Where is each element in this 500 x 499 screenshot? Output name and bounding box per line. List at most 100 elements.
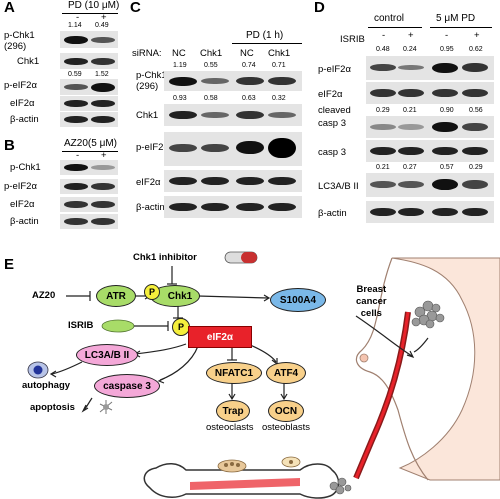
panel-d-quant: 0.57 xyxy=(440,164,454,171)
panel-b-treatment-line xyxy=(62,151,118,152)
panel-d-quant: 0.27 xyxy=(403,164,417,171)
panel-c-quant: 0.32 xyxy=(272,95,286,102)
panel-d-row-label: cleaved casp 3 xyxy=(318,105,351,129)
panel-a-row-label: eIF2α xyxy=(10,98,35,109)
panel-d-letter: D xyxy=(314,0,325,16)
panel-c-row-label: Chk1 xyxy=(136,110,159,121)
blot-a-peif2a xyxy=(60,79,118,95)
panel-b-row-label: p-Chk1 xyxy=(10,162,41,173)
panel-c-row-label: eIF2α xyxy=(136,177,161,188)
panel-c-row-label: p-eIF2α xyxy=(136,142,169,153)
panel-a-quant-1: 1.14 xyxy=(68,22,82,29)
chk1-inhibitor-label: Chk1 inhibitor xyxy=(133,252,197,263)
blot-a-actin xyxy=(60,112,118,127)
panel-d-row-label: β-actin xyxy=(318,208,347,219)
chk1-node: Chk1 xyxy=(150,285,200,307)
blot-d-lc3 xyxy=(366,173,494,197)
blot-d-peif2a xyxy=(366,56,494,80)
panel-a-quant-3: 0.59 xyxy=(68,71,82,78)
blot-d-eif2a xyxy=(366,82,494,104)
panel-c-quant: 0.93 xyxy=(173,95,187,102)
panel-c-treatment-line xyxy=(232,43,302,44)
panel-a-sign-minus: - xyxy=(76,12,80,23)
s100a4-node: S100A4 xyxy=(270,288,326,312)
blot-d-casp3 xyxy=(366,140,494,162)
atf4-node: ATF4 xyxy=(266,362,306,384)
lc3-label: LC3A/B II xyxy=(84,349,130,361)
atf4-label: ATF4 xyxy=(273,367,299,379)
panel-a-treatment: PD (10 μM) xyxy=(68,0,120,11)
blot-b-eif2a xyxy=(60,197,118,212)
panel-b-row-label: β-actin xyxy=(10,216,39,227)
blot-b-peif2a xyxy=(60,179,118,194)
blot-a-eif2a xyxy=(60,96,118,111)
panel-d-quant: 0.62 xyxy=(469,46,483,53)
panel-d-quant: 0.95 xyxy=(440,46,454,53)
panel-b-row-label: p-eIF2α xyxy=(4,181,37,192)
panel-b-row-label: eIF2α xyxy=(10,199,35,210)
blot-b-actin xyxy=(60,214,118,229)
panel-d-quant: 0.24 xyxy=(403,46,417,53)
panel-a-row-label: p-eIF2α xyxy=(4,80,37,91)
panel-a-quant-4: 1.52 xyxy=(95,71,109,78)
osteoblasts-label: osteoblasts xyxy=(262,422,311,433)
apoptosis-label: apoptosis xyxy=(30,402,75,413)
panel-b-sign-plus: + xyxy=(101,150,107,161)
panel-c-lane-2: Chk1 xyxy=(200,48,223,59)
panel-d-quant: 0.21 xyxy=(376,164,390,171)
panel-c-row-label: p-Chk1 (296) xyxy=(136,70,167,92)
trap-node: Trap xyxy=(216,400,250,422)
panel-d-control: control xyxy=(374,13,405,24)
panel-c-quant: 0.63 xyxy=(242,95,256,102)
nfatc1-node: NFATC1 xyxy=(206,362,262,384)
panel-a-row-label: β-actin xyxy=(10,114,39,125)
caspase3-node: caspase 3 xyxy=(94,374,160,398)
ocn-label: OCN xyxy=(274,405,298,417)
ocn-node: OCN xyxy=(268,400,304,422)
panel-c-row-label: β-actin xyxy=(136,202,165,213)
panel-d-control-line xyxy=(368,27,422,28)
blot-c-eif2a xyxy=(164,170,302,192)
panel-c-quant: 0.58 xyxy=(204,95,218,102)
blot-c-pchk1 xyxy=(164,71,302,91)
blot-a-pchk1 xyxy=(60,31,118,48)
panel-a-row-label: Chk1 xyxy=(17,56,40,67)
panel-c-quant: 1.19 xyxy=(173,62,187,69)
panel-c-letter: C xyxy=(130,0,141,16)
panel-d-sign: - xyxy=(445,30,449,41)
phospho-label: P xyxy=(148,287,155,297)
panel-c-treatment: PD (1 h) xyxy=(246,30,284,41)
panel-d-isrib-label: ISRIB xyxy=(340,34,365,45)
panel-b-sign-minus: - xyxy=(76,150,80,161)
autophagy-label: autophagy xyxy=(22,380,71,391)
panel-b-treatment: AZ20(5 μM) xyxy=(64,138,117,149)
panel-c-lane-1: NC xyxy=(172,48,186,59)
az20-label: AZ20 xyxy=(32,290,56,301)
blot-d-actin xyxy=(366,201,494,223)
panel-d-row-label: eIF2α xyxy=(318,89,343,100)
panel-c-quant: 0.55 xyxy=(204,62,218,69)
eif2a-node: eIF2α xyxy=(188,326,252,348)
panel-c-quant: 0.74 xyxy=(242,62,256,69)
panel-d-pd: 5 μM PD xyxy=(436,13,476,24)
osteoclasts-label: osteoclasts xyxy=(206,422,254,433)
lc3-node: LC3A/B II xyxy=(76,344,138,366)
s100a4-label: S100A4 xyxy=(279,294,317,306)
atr-node: ATR xyxy=(96,285,136,307)
panel-c-sirna-label: siRNA: xyxy=(132,48,162,59)
blot-d-cleaved-casp3 xyxy=(366,116,494,138)
blot-c-actin xyxy=(164,196,302,218)
atr-label: ATR xyxy=(106,290,126,302)
caspase3-label: caspase 3 xyxy=(103,380,151,392)
panel-d-sign: + xyxy=(408,30,414,41)
panel-e-letter: E xyxy=(4,256,15,273)
panel-d-sign: + xyxy=(474,30,480,41)
chk1-label: Chk1 xyxy=(167,290,193,302)
panel-c-quant: 0.71 xyxy=(272,62,286,69)
panel-b-letter: B xyxy=(4,137,15,154)
panel-a-treatment-line xyxy=(62,13,118,14)
eif2a-label: eIF2α xyxy=(206,331,234,343)
panel-d-sign: - xyxy=(382,30,386,41)
panel-a-letter: A xyxy=(4,0,15,16)
